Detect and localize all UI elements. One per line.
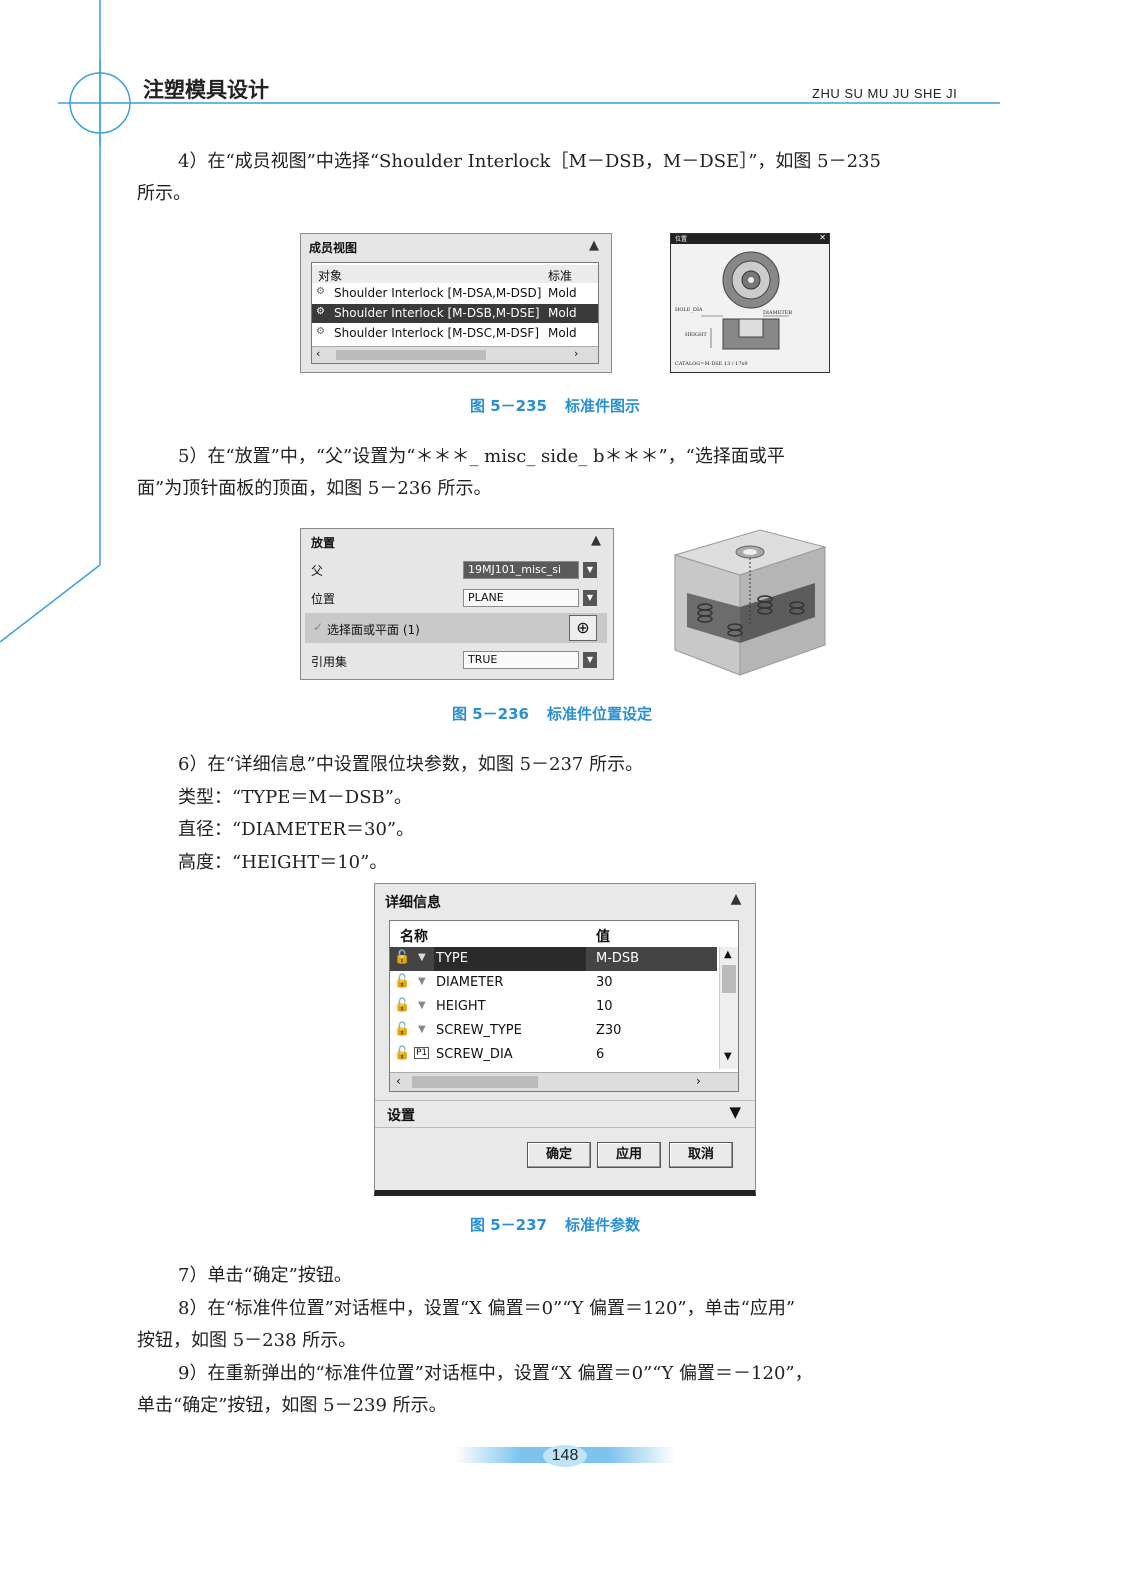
checkmark-icon: ✓ [313, 620, 324, 634]
expand-arrow-icon[interactable]: ▼ [418, 1024, 426, 1035]
expand-arrow-icon[interactable]: ▼ [418, 1000, 426, 1011]
book-title-pinyin: ZHU SU MU JU SHE JI [812, 86, 958, 101]
member-view-panel: 成员视图 ▲ 对象 标准 ⚙ Shoulder Interlock [M-DSA… [300, 233, 612, 373]
column-value: 值 [596, 929, 610, 945]
horizontal-scrollbar[interactable]: ‹ › [390, 1072, 738, 1091]
diameter-setting: 直径：“DIAMETER＝30”。 [178, 819, 415, 840]
select-face-row[interactable]: ✓ 选择面或平面 (1) ⊕ [305, 613, 607, 643]
part-icon: ⚙ [316, 286, 325, 297]
book-title: 注塑模具设计 [143, 78, 269, 102]
dropdown-arrow-icon[interactable]: ▼ [583, 652, 597, 668]
mold-assembly-image [673, 529, 827, 676]
table-row[interactable]: 🔓 ▼ SCREW_TYPE Z30 [394, 1022, 622, 1038]
step-7: 7）单击“确定”按钮。 [178, 1265, 352, 1286]
catalog-label: CATALOG=M-DSE 13 / 17x9 [675, 361, 748, 367]
close-icon[interactable]: ✕ [819, 233, 826, 242]
scroll-thumb[interactable] [412, 1076, 538, 1088]
table-row[interactable]: 🔓 ▼ HEIGHT 10 [394, 998, 613, 1014]
step-4-line-1: 4）在“成员视图”中选择“Shoulder Interlock［M－DSB，M－… [178, 151, 881, 172]
scroll-down-icon[interactable]: ▼ [724, 1051, 732, 1062]
position-select[interactable]: PLANE [463, 589, 579, 607]
scroll-right-icon[interactable]: › [696, 1074, 701, 1088]
table-header: 名称 值 [390, 923, 738, 945]
details-dialog: 详细信息 ▲ 名称 值 🔓 ▼ TYPE M-DSB 🔓 ▼ DIAMETER … [374, 883, 756, 1196]
member-table: 对象 标准 ⚙ Shoulder Interlock [M-DSA,M-DSD]… [311, 262, 599, 364]
hole-dia-label: HOLE_DIA [675, 307, 703, 313]
parameter-table: 名称 值 🔓 ▼ TYPE M-DSB 🔓 ▼ DIAMETER 30 🔓 ▼ … [389, 920, 739, 1092]
part-drawing [701, 251, 789, 350]
collapse-up-icon[interactable]: ▲ [589, 238, 599, 253]
details-title: 详细信息 [385, 895, 441, 911]
parent-select[interactable]: 19MJ101_misc_si [463, 561, 579, 579]
expression-icon: P1 [414, 1047, 430, 1059]
placement-title: 放置 [311, 536, 336, 550]
step-5-line-1: 5）在“放置”中，“父”设置为“＊＊＊_ misc_ side_ b＊＊＊”，“… [178, 446, 785, 467]
step-4-line-2: 所示。 [137, 183, 191, 204]
step-9-line-1: 9）在重新弹出的“标准件位置”对话框中，设置“X 偏置＝0”“Y 偏置＝－120… [178, 1363, 813, 1384]
collapse-up-icon[interactable]: ▲ [730, 891, 742, 907]
step-5-line-2: 面”为顶针面板的顶面，如图 5－236 所示。 [137, 478, 492, 499]
expand-arrow-icon[interactable]: ▼ [418, 976, 426, 987]
point-constructor-icon[interactable]: ⊕ [569, 615, 597, 641]
step-6: 6）在“详细信息”中设置限位块参数，如图 5－237 所示。 [178, 754, 644, 775]
reference-set-label: 引用集 [311, 655, 348, 669]
table-row[interactable]: ⚙ Shoulder Interlock [M-DSC,M-DSF] Mold [316, 326, 577, 340]
table-row-selected[interactable]: 🔓 ▼ TYPE M-DSB [390, 947, 717, 971]
placement-panel: 放置 ▲ 父 19MJ101_misc_si ▼ 位置 PLANE ▼ ✓ 选择… [300, 528, 614, 680]
position-label: 位置 [311, 592, 336, 606]
dropdown-arrow-icon[interactable]: ▼ [583, 590, 597, 606]
settings-section[interactable]: 设置 ▼ [375, 1100, 755, 1128]
scroll-thumb[interactable] [722, 965, 736, 993]
scroll-up-icon[interactable]: ▲ [724, 949, 732, 960]
table-row[interactable]: 🔓 P1 SCREW_DIA 6 [394, 1046, 605, 1062]
horizontal-scrollbar[interactable]: ‹ › [312, 346, 598, 363]
table-header: 对象 标准 [312, 265, 598, 283]
step-8-line-1: 8）在“标准件位置”对话框中，设置“X 偏置＝0”“Y 偏置＝120”，单击“应… [178, 1298, 796, 1319]
cancel-button[interactable]: 取消 [669, 1142, 733, 1168]
column-object: 对象 [318, 269, 343, 283]
table-row[interactable]: 🔓 ▼ DIAMETER 30 [394, 974, 613, 990]
lock-icon[interactable]: 🔓 [394, 1046, 411, 1061]
step-9-line-2: 单击“确定”按钮，如图 5－239 所示。 [137, 1395, 447, 1416]
height-setting: 高度：“HEIGHT＝10”。 [178, 852, 388, 873]
height-label: HEIGHT [685, 332, 707, 338]
collapse-up-icon[interactable]: ▲ [591, 533, 601, 548]
lock-icon[interactable]: 🔓 [394, 974, 411, 989]
part-icon: ⚙ [316, 326, 325, 337]
lock-icon[interactable]: 🔓 [394, 950, 411, 965]
scroll-right-icon[interactable]: › [574, 347, 579, 360]
scroll-left-icon[interactable]: ‹ [396, 1074, 401, 1088]
ok-button[interactable]: 确定 [527, 1142, 591, 1168]
expand-down-icon[interactable]: ▼ [729, 1103, 741, 1121]
page-number-banner [455, 1445, 675, 1467]
lock-icon[interactable]: 🔓 [394, 998, 411, 1013]
scroll-thumb[interactable] [336, 350, 486, 360]
reference-set-select[interactable]: TRUE [463, 651, 579, 669]
settings-label: 设置 [387, 1108, 415, 1124]
table-row[interactable]: ⚙ Shoulder Interlock [M-DSA,M-DSD] Mold [316, 286, 577, 300]
apply-button[interactable]: 应用 [597, 1142, 661, 1168]
scroll-left-icon[interactable]: ‹ [316, 347, 321, 360]
parent-label: 父 [311, 564, 324, 578]
dropdown-arrow-icon[interactable]: ▼ [583, 562, 597, 578]
step-8-line-2: 按钮，如图 5－238 所示。 [137, 1330, 357, 1351]
page-number: 148 [551, 1447, 579, 1464]
type-setting: 类型：“TYPE＝M－DSB”。 [178, 787, 412, 808]
part-icon: ⚙ [316, 306, 325, 317]
lock-icon[interactable]: 🔓 [394, 1022, 411, 1037]
column-name: 名称 [400, 929, 428, 945]
diameter-label: DIAMETER [763, 310, 793, 316]
part-preview-window: 位置 ✕ HOLE_DIA DIAMETER HEIGHT CATALOG=M-… [670, 233, 830, 373]
vertical-scrollbar[interactable]: ▲ ▼ [719, 947, 738, 1069]
column-standard: 标准 [548, 269, 573, 283]
preview-titlebar: 位置 ✕ [671, 233, 829, 244]
expand-arrow-icon[interactable]: ▼ [418, 952, 426, 963]
table-row-selected[interactable]: ⚙ Shoulder Interlock [M-DSB,M-DSE] Mold [312, 304, 598, 323]
member-view-title: 成员视图 [309, 241, 358, 255]
